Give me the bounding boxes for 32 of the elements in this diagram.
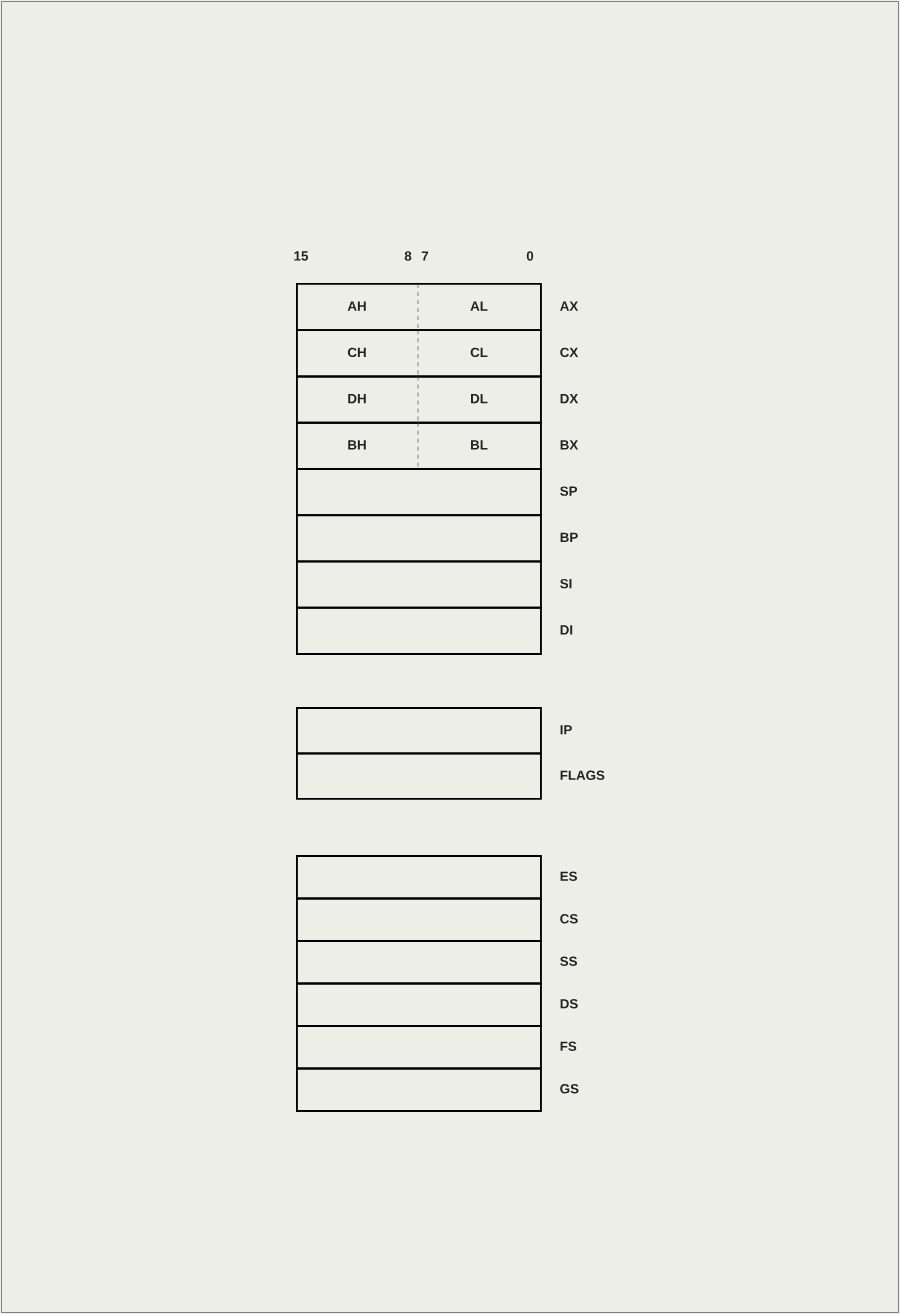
- register-name: DI: [560, 625, 573, 635]
- node-label: DL: [471, 394, 488, 404]
- register-name: CS: [560, 914, 578, 924]
- node-label: BL: [471, 440, 488, 450]
- register-name: BX: [560, 440, 579, 450]
- register-name: FS: [560, 1041, 577, 1051]
- register-name: SP: [560, 486, 578, 496]
- register-box: DH DL: [296, 375, 542, 424]
- bit-number: 7: [421, 251, 429, 261]
- register-name: IP: [560, 725, 572, 735]
- node-label: BH: [348, 440, 366, 450]
- node-label: CL: [470, 347, 488, 358]
- node-label: AL: [470, 301, 488, 311]
- register-name: BP: [560, 532, 578, 542]
- register-box: CH CL: [296, 329, 542, 378]
- register-name: ES: [560, 871, 577, 881]
- register-name: CX: [560, 347, 579, 358]
- bit-number: 15: [294, 251, 309, 261]
- bit-number: 8: [404, 251, 412, 261]
- register-name: SS: [560, 956, 577, 966]
- register-name: AX: [560, 301, 579, 311]
- register-name: GS: [560, 1084, 579, 1094]
- register-box: BH BL: [296, 421, 542, 470]
- register-name: SI: [560, 578, 572, 589]
- node-label: AH: [347, 301, 366, 311]
- bit-number: 0: [526, 251, 534, 261]
- register-box: AH AL: [296, 283, 542, 332]
- node-label: CH: [347, 347, 366, 358]
- register-name: FLAGS: [560, 770, 605, 780]
- register-name: DS: [560, 999, 578, 1009]
- register-name: DX: [560, 394, 579, 404]
- node-label: DH: [348, 394, 366, 404]
